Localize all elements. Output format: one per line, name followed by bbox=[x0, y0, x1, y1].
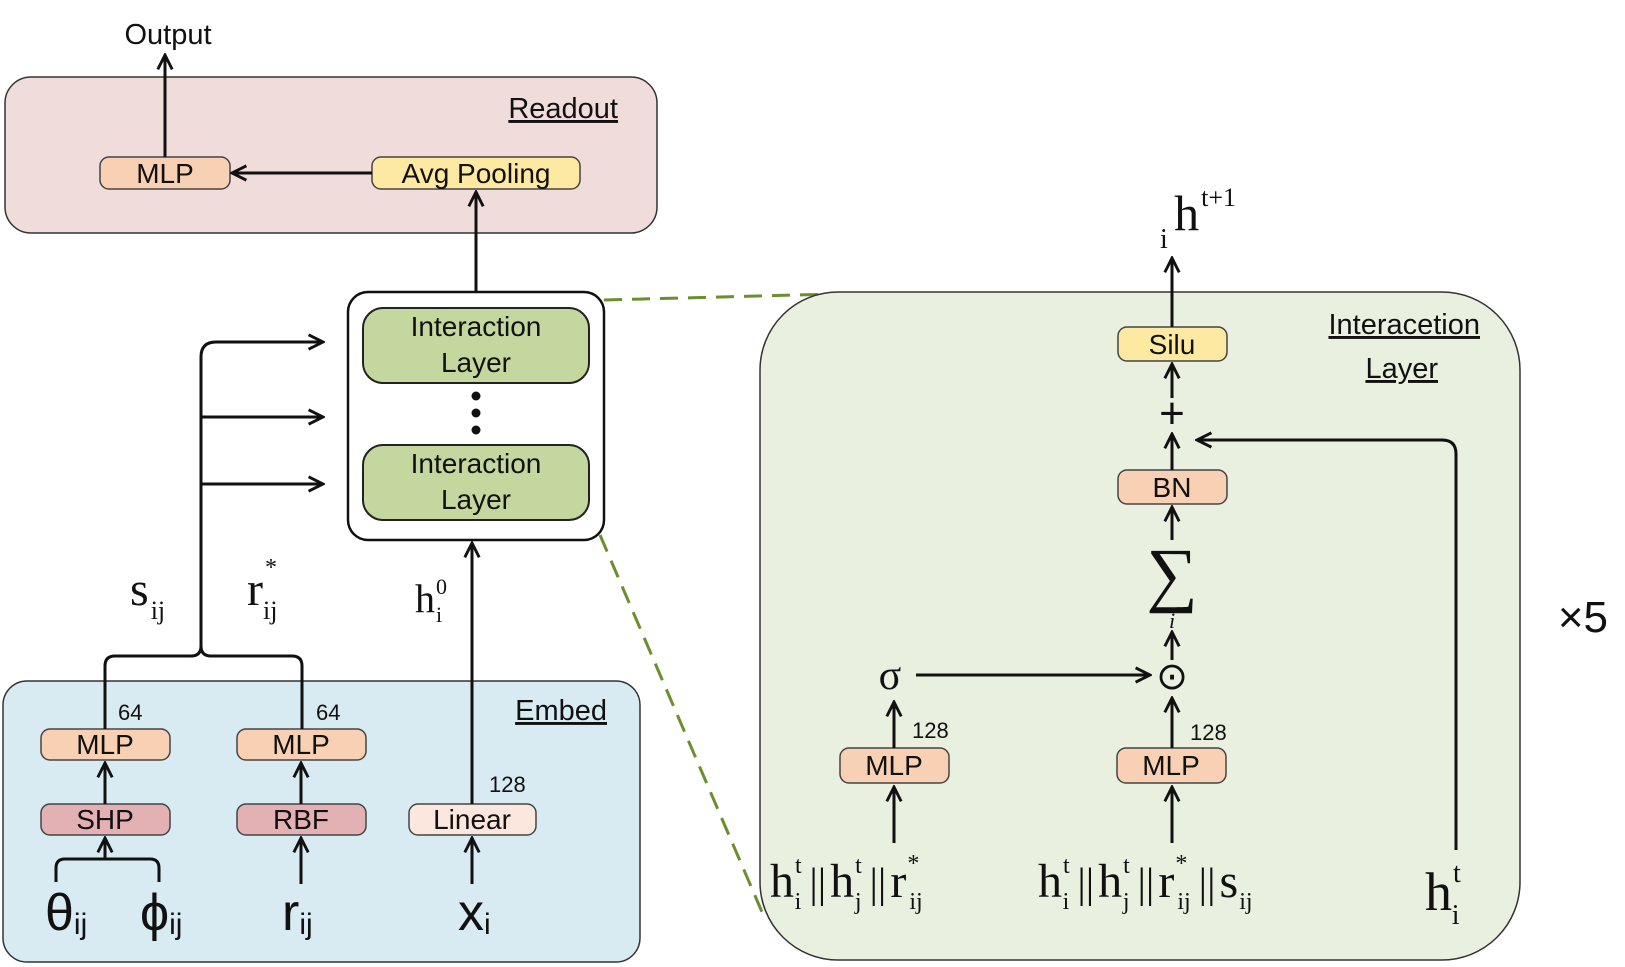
residual-path bbox=[1197, 440, 1458, 850]
linear-label: Linear bbox=[433, 804, 511, 835]
r-input: rij bbox=[282, 884, 313, 942]
readout-panel bbox=[4, 76, 658, 234]
bn-label: BN bbox=[1153, 472, 1192, 503]
sum-symbol: ∑ bbox=[1146, 534, 1197, 614]
odot-symbol: ⊙ bbox=[1156, 656, 1188, 698]
detail-mlp-left-label: MLP bbox=[865, 750, 923, 781]
rbf-label: RBF bbox=[273, 804, 329, 835]
linear-dim: 128 bbox=[489, 772, 526, 797]
sum-subscript: i bbox=[1169, 608, 1175, 633]
embed-title: Embed bbox=[515, 695, 607, 727]
avg-pooling-label: Avg Pooling bbox=[402, 158, 551, 189]
embed-mlp-mid-label: MLP bbox=[272, 729, 330, 760]
interaction-layer-bottom bbox=[362, 444, 590, 521]
theta-input: θij bbox=[45, 884, 87, 942]
embed-mlp-mid-dim: 64 bbox=[316, 700, 340, 725]
ellipsis-dot bbox=[471, 408, 481, 418]
detail-mlp-right-label: MLP bbox=[1142, 750, 1200, 781]
shp-label: SHP bbox=[76, 804, 134, 835]
interaction-detail-title-1: Interacetion bbox=[1328, 309, 1480, 341]
readout-title: Readout bbox=[508, 93, 618, 125]
r-star-ij-label: r*ij bbox=[247, 555, 277, 625]
silu-label: Silu bbox=[1149, 329, 1196, 360]
interaction-layer-bottom-line1: Interaction bbox=[411, 448, 542, 479]
interaction-layer-bottom-line2: Layer bbox=[441, 484, 511, 515]
x-input: xi bbox=[458, 884, 491, 942]
interaction-detail-panel bbox=[759, 291, 1521, 961]
angles-to-shp-bracket bbox=[54, 857, 161, 882]
zoom-line-top bbox=[603, 292, 836, 302]
repeat-count: ×5 bbox=[1558, 593, 1608, 642]
s-ij-label: sij bbox=[130, 563, 165, 625]
detail-mlp-left-dim: 128 bbox=[912, 718, 949, 743]
zoom-line-bottom bbox=[598, 534, 764, 913]
ellipsis-dot bbox=[471, 425, 481, 435]
readout-mlp-label: MLP bbox=[136, 158, 194, 189]
interaction-layer-top-line2: Layer bbox=[441, 347, 511, 378]
detail-mlp-right-dim: 128 bbox=[1190, 720, 1227, 745]
output-label: Output bbox=[124, 19, 211, 51]
phi-input: ϕij bbox=[140, 884, 182, 942]
interaction-layer-top bbox=[362, 307, 590, 384]
embed-mlp-left-label: MLP bbox=[76, 729, 134, 760]
interaction-layer-top-line1: Interaction bbox=[411, 311, 542, 342]
embed-mlp-left-dim: 64 bbox=[118, 700, 142, 725]
ellipsis-dot bbox=[471, 391, 481, 401]
sigma-symbol: σ bbox=[879, 653, 902, 699]
interaction-detail-title-2: Layer bbox=[1365, 353, 1438, 385]
feature-bus bbox=[199, 342, 323, 646]
